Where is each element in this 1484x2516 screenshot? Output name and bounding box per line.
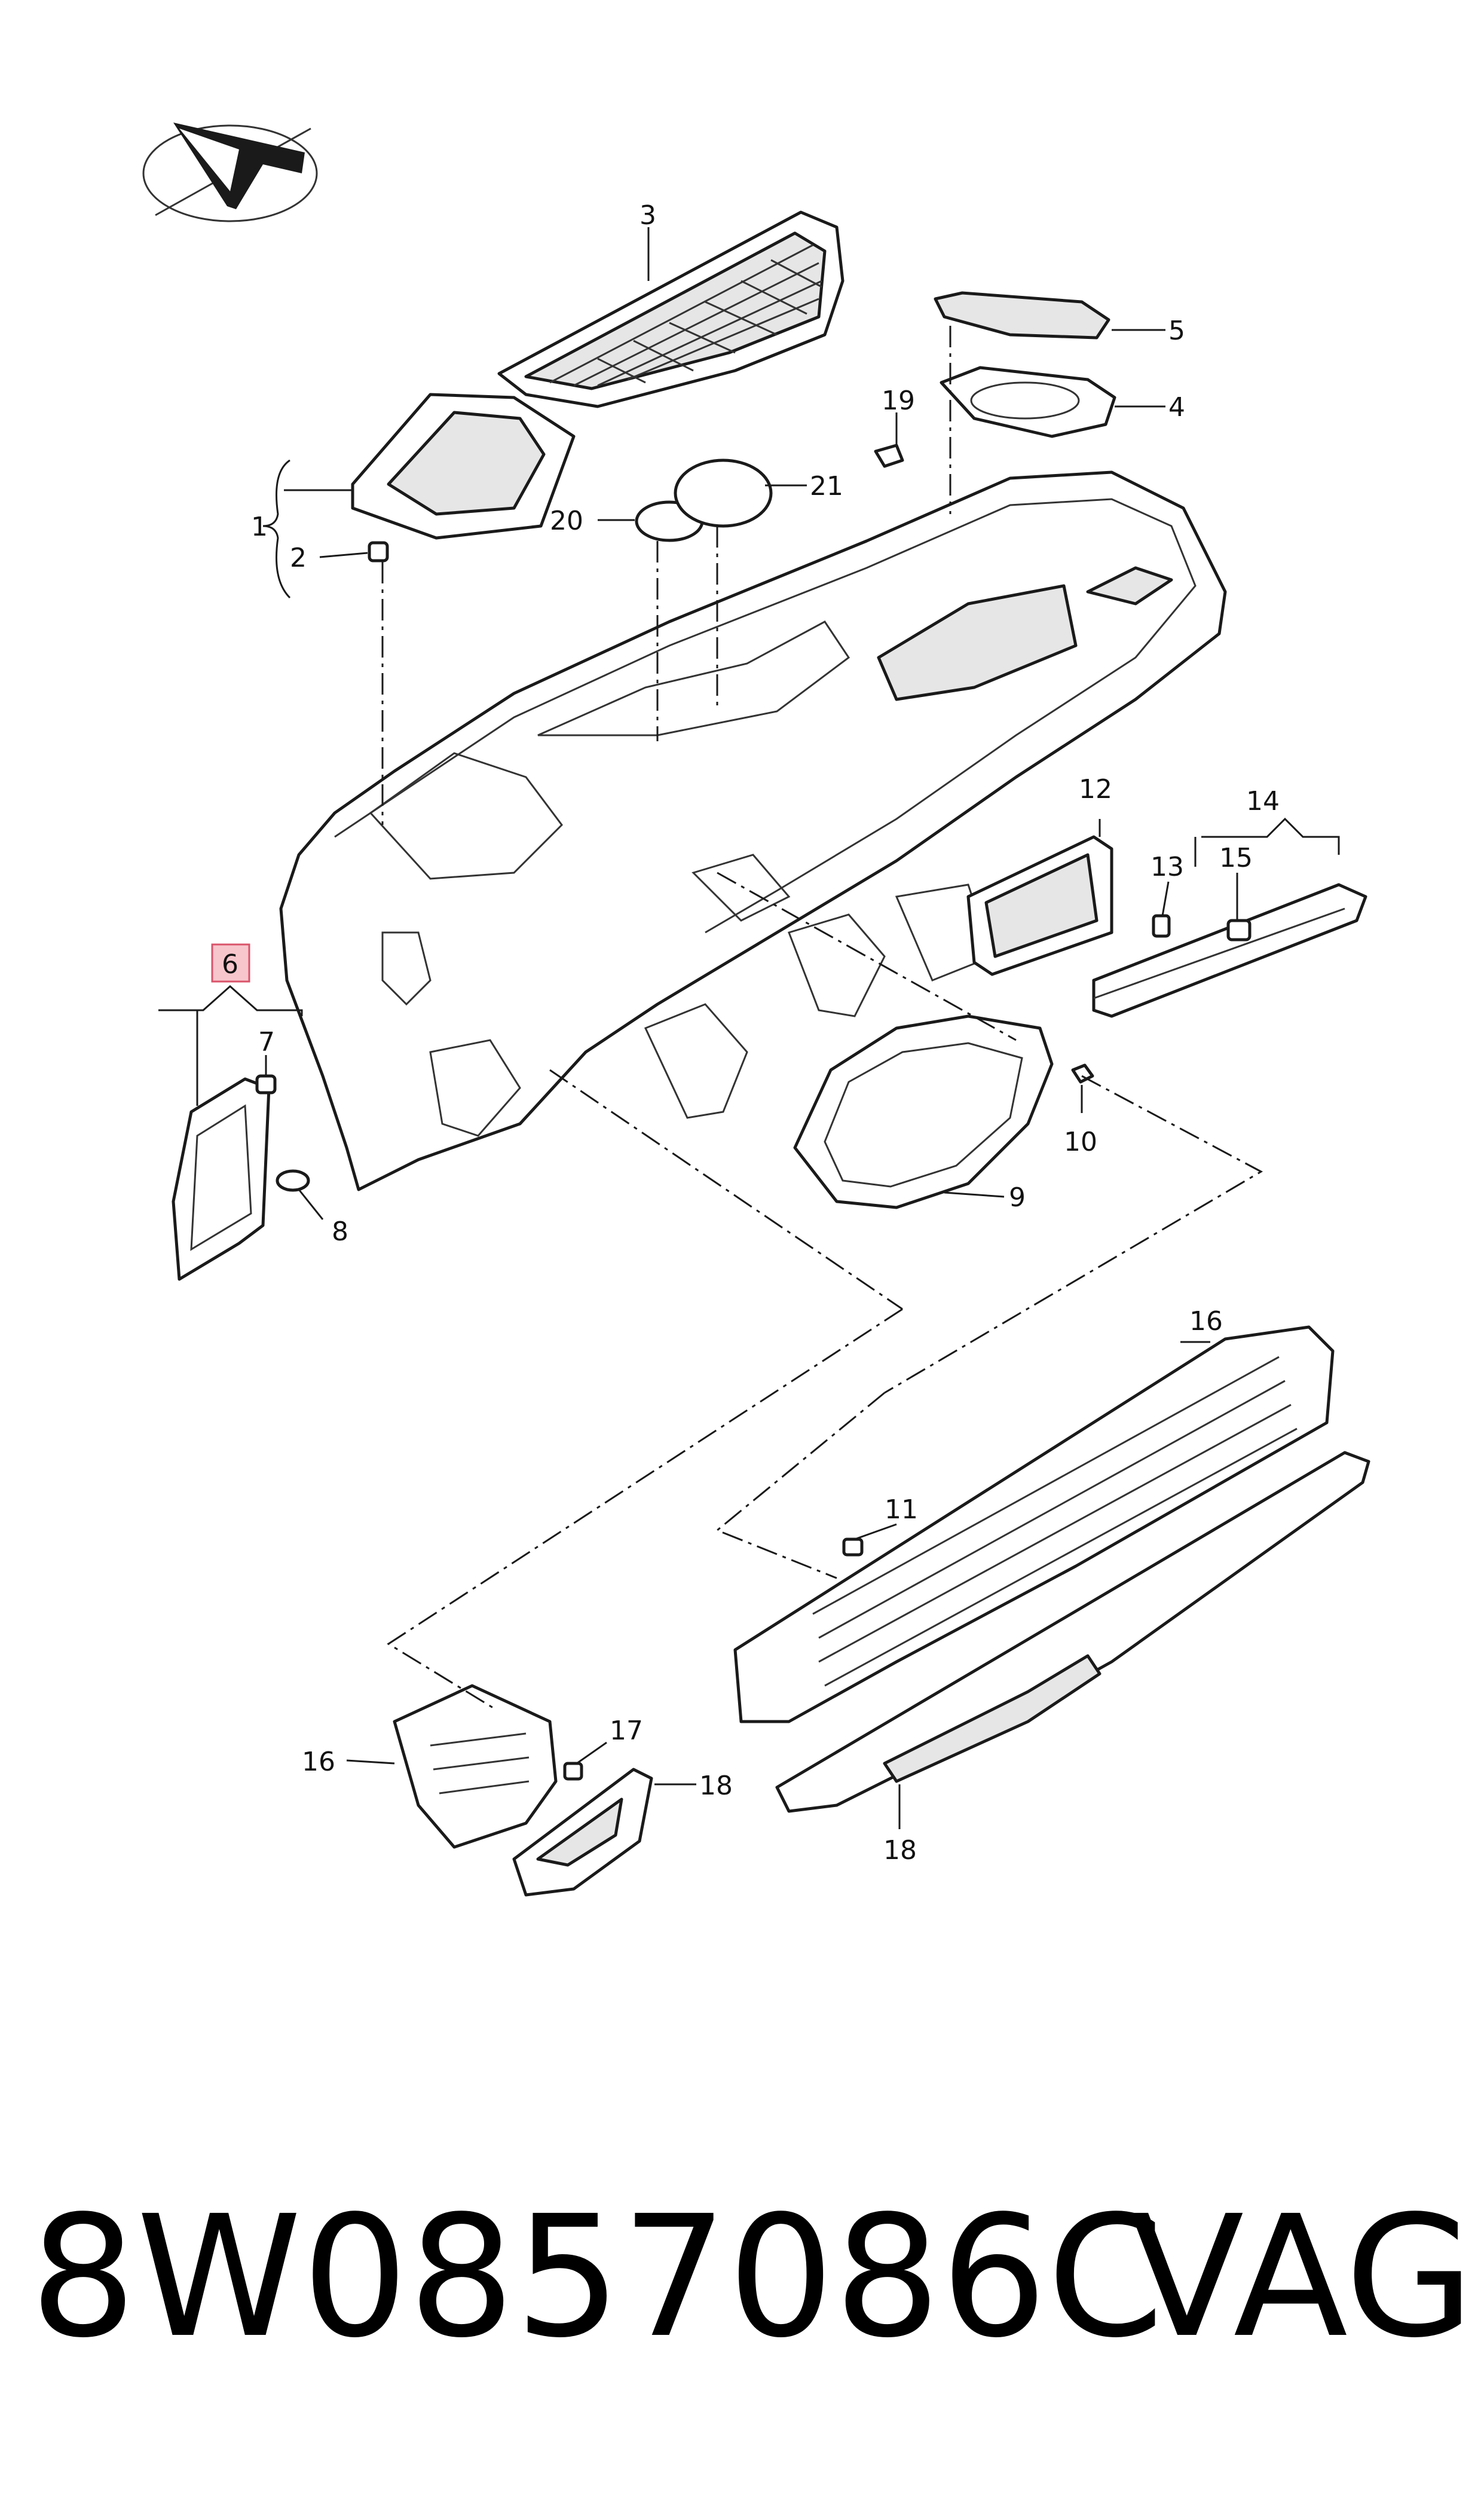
part-10-clip xyxy=(1071,1063,1094,1084)
callout-13: 13 xyxy=(1151,852,1184,882)
part-14-trim-rail xyxy=(1092,883,1367,1018)
callout-16-right: 16 xyxy=(1189,1306,1223,1337)
part-1-display-cover xyxy=(351,393,576,540)
callout-20: 20 xyxy=(550,506,583,536)
callout-18-left: 18 xyxy=(699,1771,733,1801)
part-number: 8W0857086C xyxy=(30,2180,1164,2375)
part-11-screw xyxy=(842,1537,864,1557)
callout-18-right: 18 xyxy=(883,1835,917,1866)
callout-10: 10 xyxy=(1064,1127,1097,1157)
part-6-side-trim xyxy=(172,1077,271,1281)
part-13-screw xyxy=(1152,914,1171,938)
highlight-box xyxy=(211,943,250,983)
callout-11: 11 xyxy=(885,1494,918,1525)
part-3-grille xyxy=(497,210,844,408)
callout-14: 14 xyxy=(1246,786,1280,817)
direction-arrow-icon xyxy=(142,123,318,222)
callout-12: 12 xyxy=(1079,774,1112,805)
callout-1: 1 xyxy=(251,512,268,542)
part-17-screw xyxy=(563,1762,583,1781)
part-15-clip xyxy=(1226,919,1252,941)
part-16-center-vent xyxy=(733,1325,1335,1723)
part-16-side-vent xyxy=(393,1684,558,1849)
part-19-bracket xyxy=(874,444,904,468)
callout-15: 15 xyxy=(1219,843,1253,873)
callout-4: 4 xyxy=(1168,392,1185,423)
callout-labels: 3 5 4 19 21 20 1 2 12 14 13 15 6 7 10 9 … xyxy=(222,200,1280,1866)
callout-5: 5 xyxy=(1168,316,1185,346)
brand-name: VAG xyxy=(1130,2180,1475,2375)
callout-7: 7 xyxy=(258,1027,275,1057)
part-7-clip xyxy=(255,1074,277,1095)
callout-21: 21 xyxy=(810,471,843,502)
part-4-speaker-frame xyxy=(940,366,1116,438)
callout-6: 6 xyxy=(222,949,238,980)
callout-16-left: 16 xyxy=(302,1747,335,1777)
assembly-lines xyxy=(381,326,1263,1711)
part-2-clip xyxy=(368,541,389,562)
callout-19: 19 xyxy=(882,386,915,416)
part-8-clip xyxy=(276,1169,310,1192)
part-21-cover xyxy=(674,458,773,528)
part-caption: 8W0857086C VAG xyxy=(30,2180,1474,2375)
part-18-trim-strip xyxy=(775,1451,1370,1813)
callout-9: 9 xyxy=(1009,1182,1026,1213)
callout-8: 8 xyxy=(332,1216,348,1247)
callout-2: 2 xyxy=(290,543,307,573)
dashboard-body xyxy=(279,470,1227,1191)
part-5-speaker-grille xyxy=(934,291,1110,340)
leader-lines xyxy=(158,227,1340,1829)
part-9-cluster-housing xyxy=(793,1014,1054,1209)
part-18-side-trim xyxy=(512,1768,653,1897)
callout-3: 3 xyxy=(640,200,656,231)
part-12-display xyxy=(966,835,1113,976)
callout-17: 17 xyxy=(610,1716,643,1746)
